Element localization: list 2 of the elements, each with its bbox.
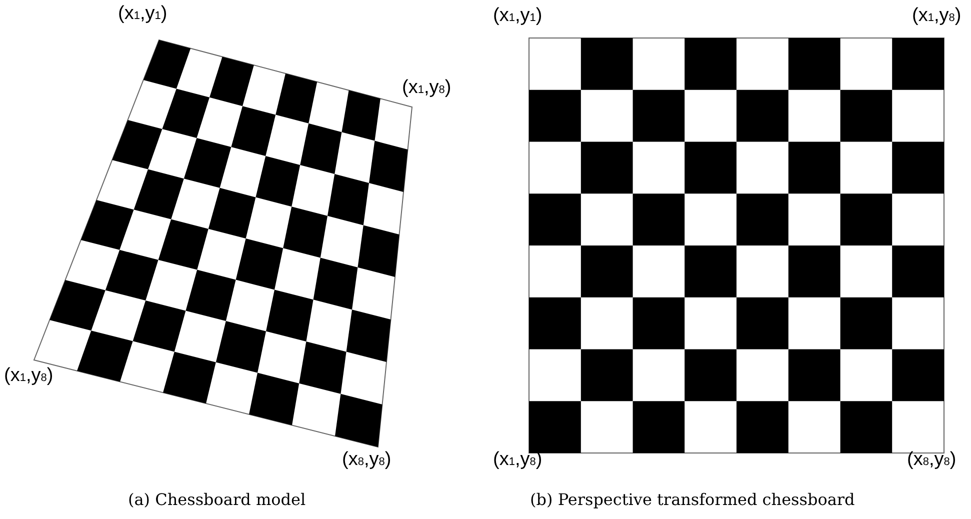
figure-caption: (b) Perspective transformed chessboard [530,490,855,509]
figure-caption: (a) Chessboard model [128,490,306,509]
